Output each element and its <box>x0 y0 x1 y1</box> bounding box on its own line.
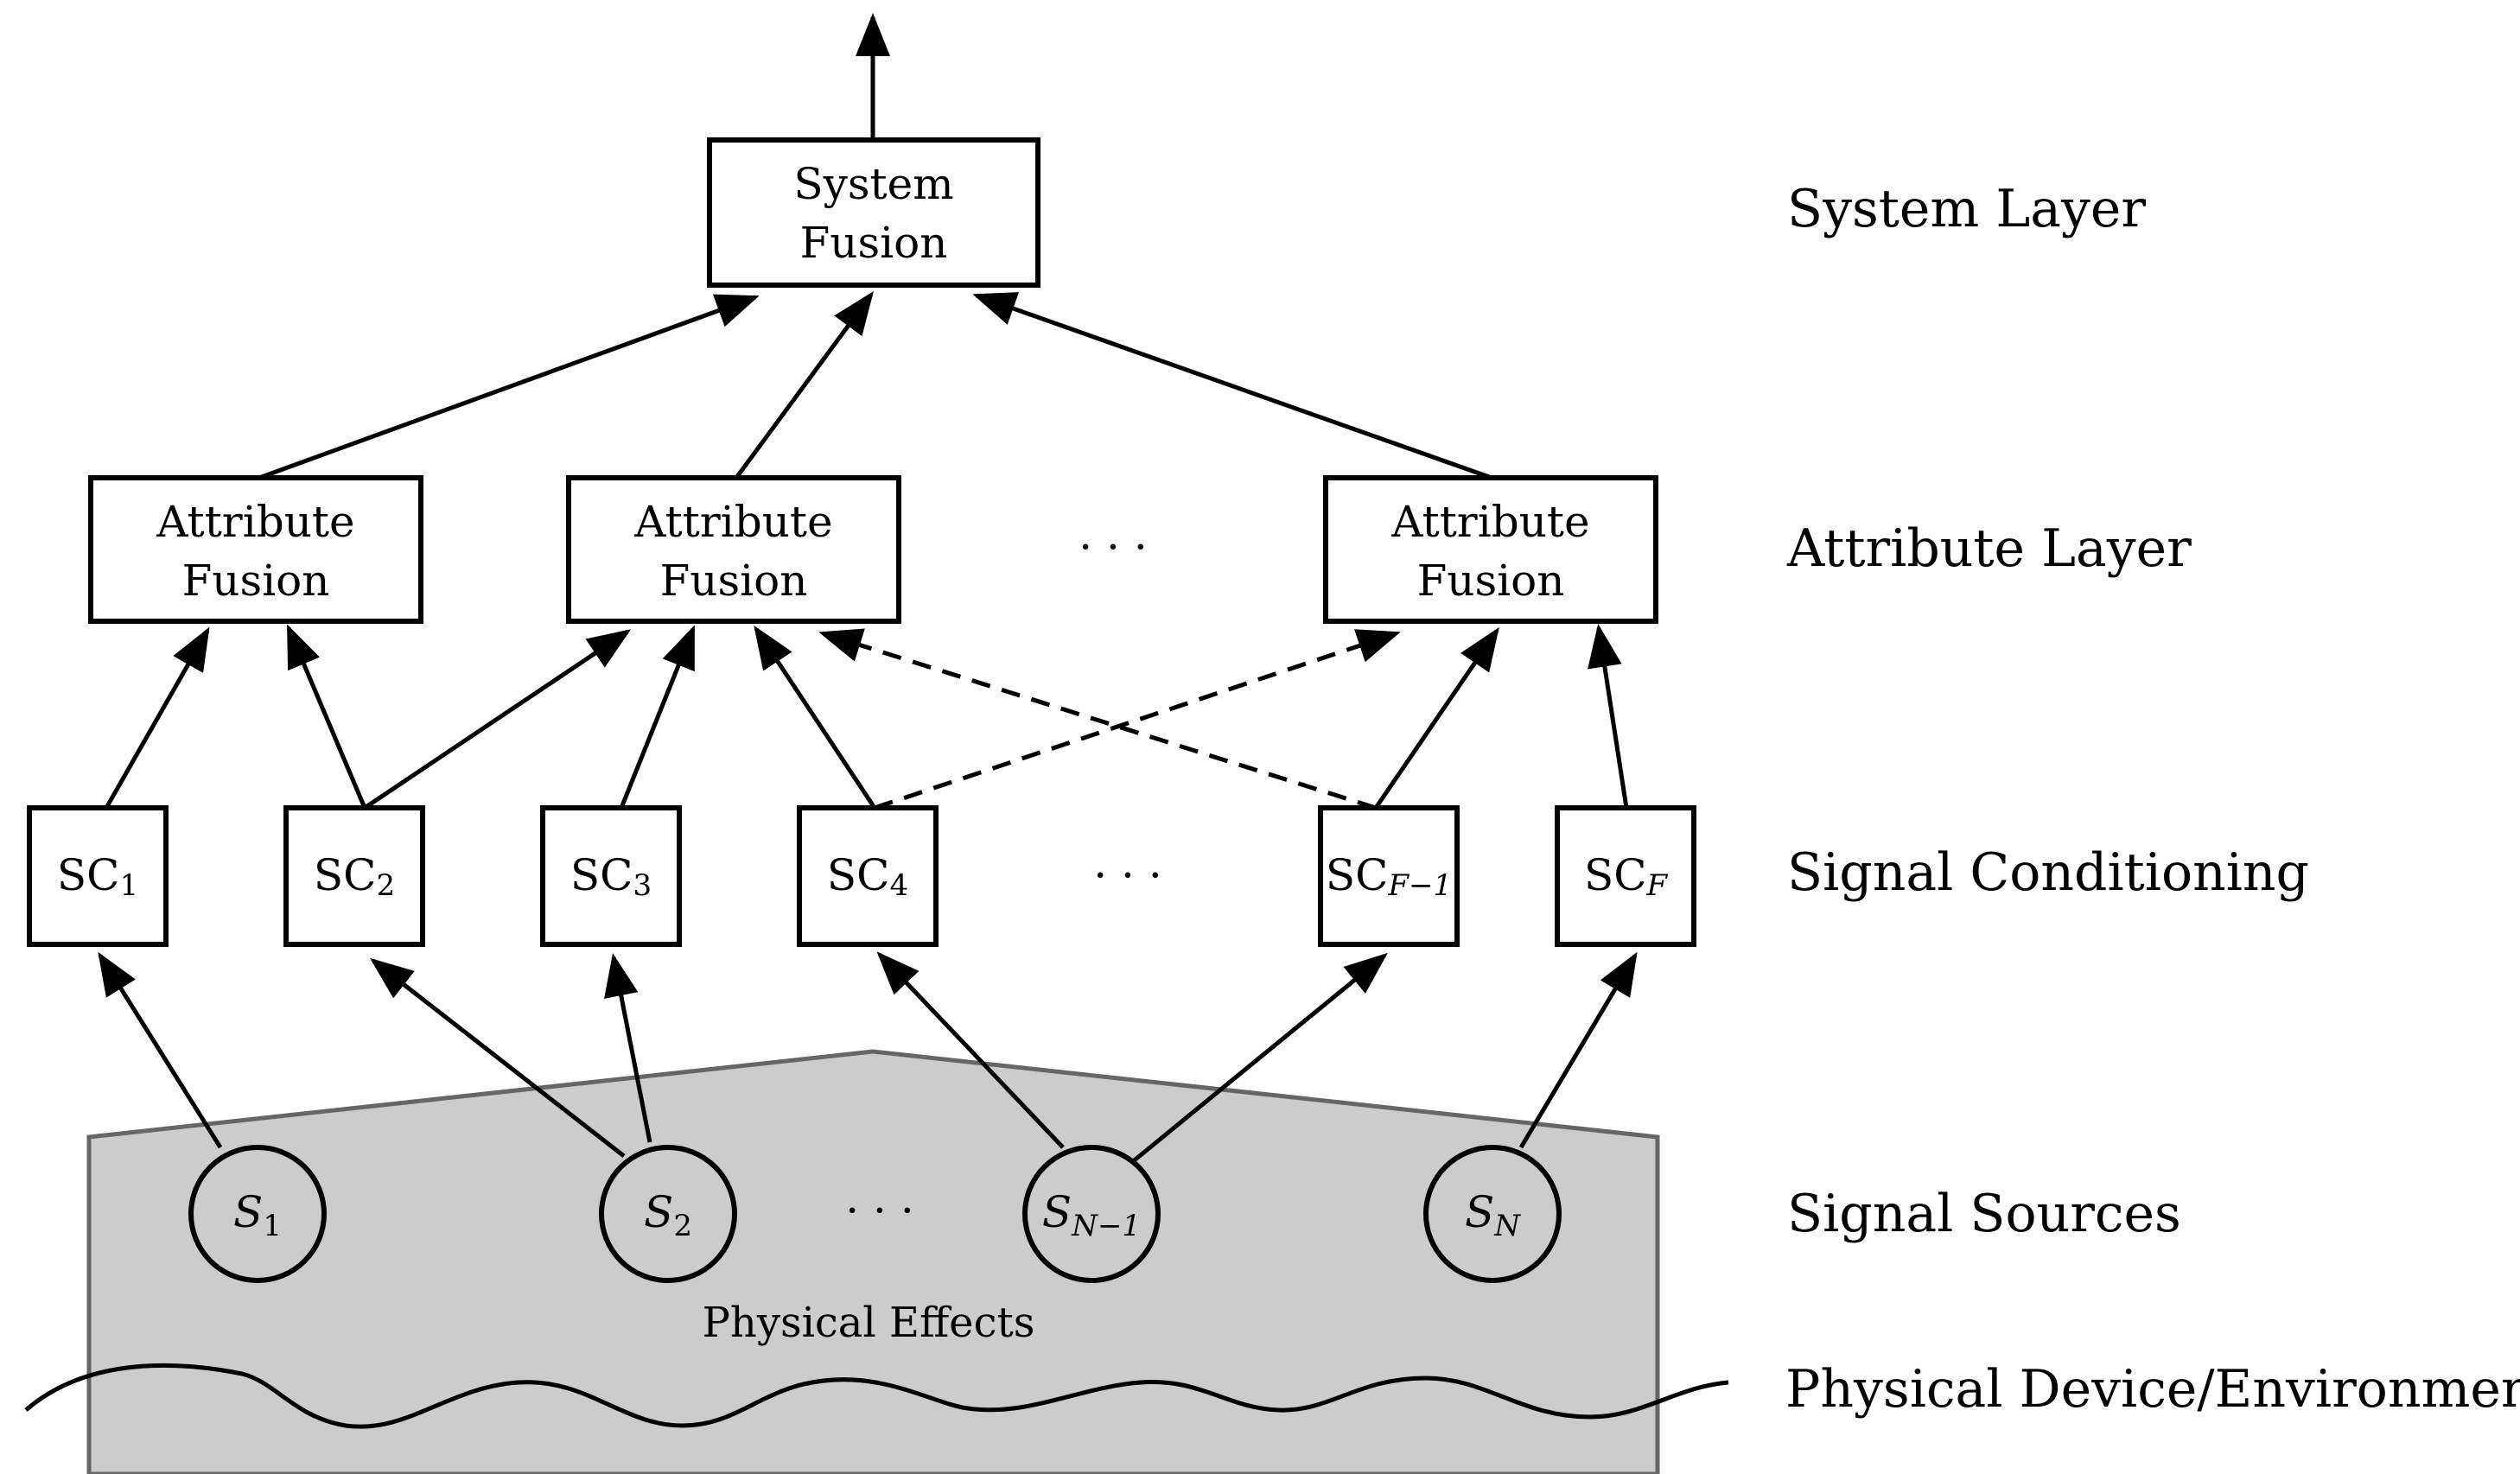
physical-region <box>86 1049 1660 1474</box>
sc-node-f: SCF <box>1555 805 1696 947</box>
attribute-fusion-label: Fusion <box>660 556 808 606</box>
system-fusion-line1: System <box>793 159 953 209</box>
source-ellipsis: · · · <box>845 1185 913 1236</box>
edge-af3-system <box>972 292 1492 480</box>
edge-af1-system <box>258 294 760 480</box>
attribute-fusion-node-2: Attribute Fusion <box>566 475 901 624</box>
source-label: S2 <box>644 1187 692 1243</box>
edge-sc4-af3-dashed <box>874 629 1401 810</box>
sc-label: SC4 <box>827 850 908 903</box>
system-fusion-node: System Fusion <box>707 137 1040 288</box>
edge-sc2-af1 <box>286 624 367 809</box>
layer-label-physical: Physical Device/Environment <box>1785 1359 2520 1420</box>
attribute-ellipsis: · · · <box>1079 522 1147 572</box>
sc-node-4: SC4 <box>797 805 939 947</box>
source-node-1: S1 <box>188 1145 327 1283</box>
layer-label-signal-conditioning: Signal Conditioning <box>1787 842 2309 903</box>
attribute-fusion-label: Attribute <box>1390 497 1589 547</box>
system-fusion-line2: Fusion <box>800 218 948 268</box>
layer-label-attribute: Attribute Layer <box>1786 518 2192 579</box>
sc-label: SC3 <box>570 850 652 903</box>
source-node-n-minus-1: SN−1 <box>1022 1145 1161 1283</box>
attribute-fusion-label: Attribute <box>633 497 832 547</box>
edge-sn-scf <box>1518 951 1638 1149</box>
sc-label: SC1 <box>57 850 138 903</box>
edge-sn1-sc4 <box>876 951 1065 1149</box>
edge-sc1-af1 <box>104 626 210 810</box>
edge-sc3-af2 <box>619 625 696 809</box>
edge-s2-sc3 <box>604 953 652 1143</box>
source-node-n: SN <box>1423 1145 1562 1283</box>
layer-label-system: System Layer <box>1787 179 2146 239</box>
physical-boundary-wave <box>24 1363 1729 1429</box>
edge-scf-af3 <box>1588 624 1629 809</box>
sc-node-1: SC1 <box>27 805 169 947</box>
attribute-fusion-label: Fusion <box>1417 556 1565 606</box>
edge-sc2-af2 <box>363 629 632 810</box>
edge-s2-sc2 <box>370 957 626 1158</box>
sc-node-2: SC2 <box>283 805 425 947</box>
attribute-fusion-node-1: Attribute Fusion <box>88 475 423 624</box>
edge-s1-sc1 <box>98 951 223 1149</box>
layer-label-signal-sources: Signal Sources <box>1787 1184 2181 1244</box>
source-label: S1 <box>233 1187 282 1243</box>
sc-ellipsis: · · · <box>1093 850 1161 900</box>
edge-scf1-af3 <box>1373 626 1499 810</box>
sc-node-f-minus-1: SCF−1 <box>1318 805 1460 947</box>
sc-label: SC2 <box>314 850 395 903</box>
edge-scf1-af2-dashed <box>818 628 1377 810</box>
attribute-fusion-label: Fusion <box>182 556 330 606</box>
attribute-fusion-label: Attribute <box>156 497 354 547</box>
edge-af2-system <box>734 290 874 480</box>
attribute-fusion-node-3: Attribute Fusion <box>1323 475 1658 624</box>
physical-effects-label: Physical Effects <box>703 1299 1035 1347</box>
sc-label: SCF <box>1584 850 1669 903</box>
source-node-2: S2 <box>599 1145 737 1283</box>
source-label: SN−1 <box>1042 1187 1141 1243</box>
edge-sn1-scf1 <box>1130 952 1388 1164</box>
source-label: SN <box>1465 1187 1521 1243</box>
sc-node-3: SC3 <box>540 805 682 947</box>
sc-label: SCF−1 <box>1326 850 1452 903</box>
edge-sc4-af2 <box>754 625 877 810</box>
